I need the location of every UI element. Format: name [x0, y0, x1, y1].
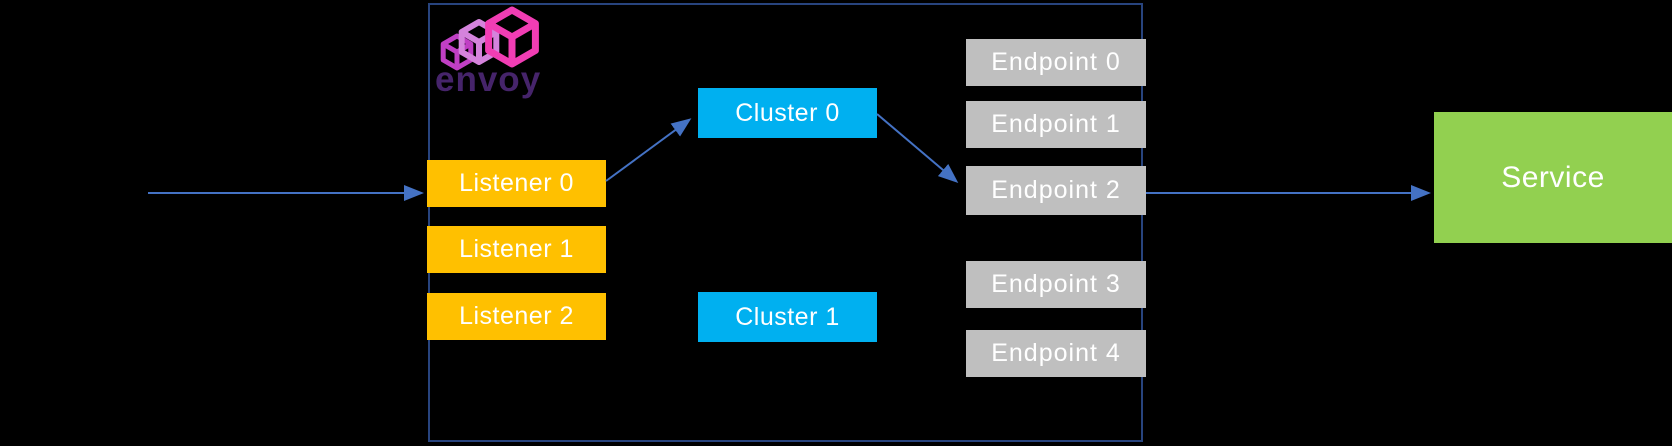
node-listener-2: Listener 2 [427, 293, 606, 340]
envoy-logo: envoy [433, 4, 548, 100]
node-label: Service [1501, 160, 1605, 194]
envoy-proxy-boundary [428, 3, 1143, 442]
envoy-cubes-icon [440, 6, 539, 71]
node-endpoint-3: Endpoint 3 [966, 261, 1146, 308]
envoy-wordmark: envoy [435, 60, 542, 99]
node-endpoint-4: Endpoint 4 [966, 330, 1146, 377]
node-endpoint-0: Endpoint 0 [966, 39, 1146, 86]
node-label: Listener 2 [459, 302, 574, 330]
node-label: Cluster 1 [735, 302, 840, 331]
node-cluster-0: Cluster 0 [698, 88, 877, 138]
node-label: Cluster 0 [735, 98, 840, 127]
node-label: Endpoint 3 [991, 270, 1121, 298]
node-label: Endpoint 4 [991, 339, 1121, 367]
node-service: Service [1434, 112, 1672, 243]
node-cluster-1: Cluster 1 [698, 292, 877, 342]
node-endpoint-2: Endpoint 2 [966, 166, 1146, 215]
node-label: Endpoint 0 [991, 48, 1121, 76]
node-label: Listener 1 [459, 235, 574, 263]
node-listener-0: Listener 0 [427, 160, 606, 207]
node-label: Endpoint 1 [991, 110, 1121, 138]
node-endpoint-1: Endpoint 1 [966, 101, 1146, 148]
node-label: Listener 0 [459, 169, 574, 197]
node-listener-1: Listener 1 [427, 226, 606, 273]
node-label: Endpoint 2 [991, 176, 1121, 204]
